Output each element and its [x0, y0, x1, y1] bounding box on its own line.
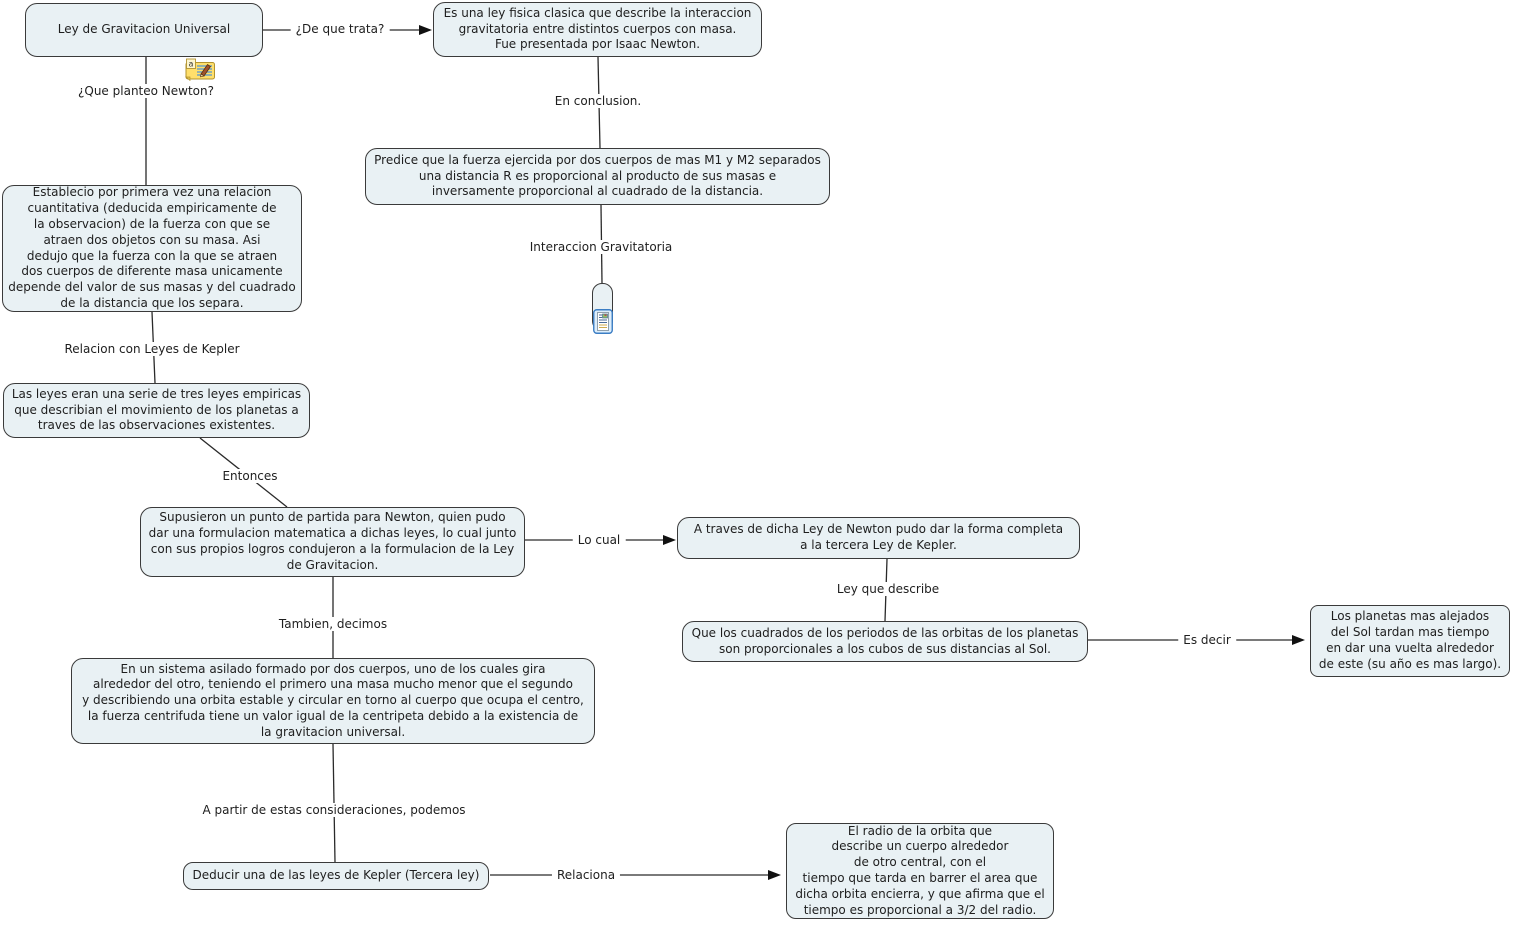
link-label-que-planteo-newton[interactable]: ¿Que planteo Newton? [73, 84, 219, 98]
node-radio-orbita[interactable]: El radio de la orbita que describe un cu… [786, 823, 1054, 919]
link-label-lo-cual[interactable]: Lo cual [572, 533, 626, 547]
node-punto-partida[interactable]: Supusieron un punto de partida para Newt… [140, 507, 525, 577]
node-definicion[interactable]: Es una ley fisica clasica que describe l… [433, 2, 762, 57]
link-label-entonces[interactable]: Entonces [217, 469, 283, 483]
node-leyes-kepler[interactable]: Las leyes eran una serie de tres leyes e… [3, 383, 310, 438]
node-forma-completa[interactable]: A traves de dicha Ley de Newton pudo dar… [677, 517, 1080, 559]
link-label-a-partir[interactable]: A partir de estas consideraciones, podem… [197, 803, 471, 817]
link-label-en-conclusion[interactable]: En conclusion. [549, 94, 647, 108]
node-planteamiento[interactable]: Establecio por primera vez una relacion … [2, 185, 302, 312]
arrowhead-formacompleta [663, 535, 676, 545]
link-label-tambien-decimos[interactable]: Tambien, decimos [273, 617, 393, 631]
arrowhead-planetas [1292, 635, 1305, 645]
link-label-interaccion-gravitatoria[interactable]: Interaccion Gravitatoria [524, 240, 678, 254]
arrowhead-radioorbita [768, 870, 781, 880]
link-label-es-decir[interactable]: Es decir [1178, 633, 1236, 647]
link-label-relacion-leyes-kepler[interactable]: Relacion con Leyes de Kepler [59, 342, 245, 356]
link-label-de-que-trata[interactable]: ¿De que trata? [290, 22, 390, 36]
annotation-icon[interactable]: a [185, 58, 216, 81]
link-label-relaciona[interactable]: Relaciona [551, 868, 621, 882]
node-tercera-ley[interactable]: Que los cuadrados de los periodos de las… [682, 621, 1088, 662]
arrowhead-definicion [419, 25, 432, 35]
link-label-ley-que-describe[interactable]: Ley que describe [831, 582, 945, 596]
resource-icon[interactable] [593, 309, 613, 334]
node-planetas-alejados[interactable]: Los planetas mas alejados del Sol tardan… [1310, 605, 1510, 677]
node-root[interactable]: Ley de Gravitacion Universal [25, 3, 263, 57]
annotation-letter: a [189, 60, 194, 69]
node-prediccion[interactable]: Predice que la fuerza ejercida por dos c… [365, 148, 830, 205]
node-deduccion[interactable]: Deducir una de las leyes de Kepler (Terc… [183, 862, 489, 890]
node-sistema-aislado[interactable]: En un sistema asilado formado por dos cu… [71, 658, 595, 744]
